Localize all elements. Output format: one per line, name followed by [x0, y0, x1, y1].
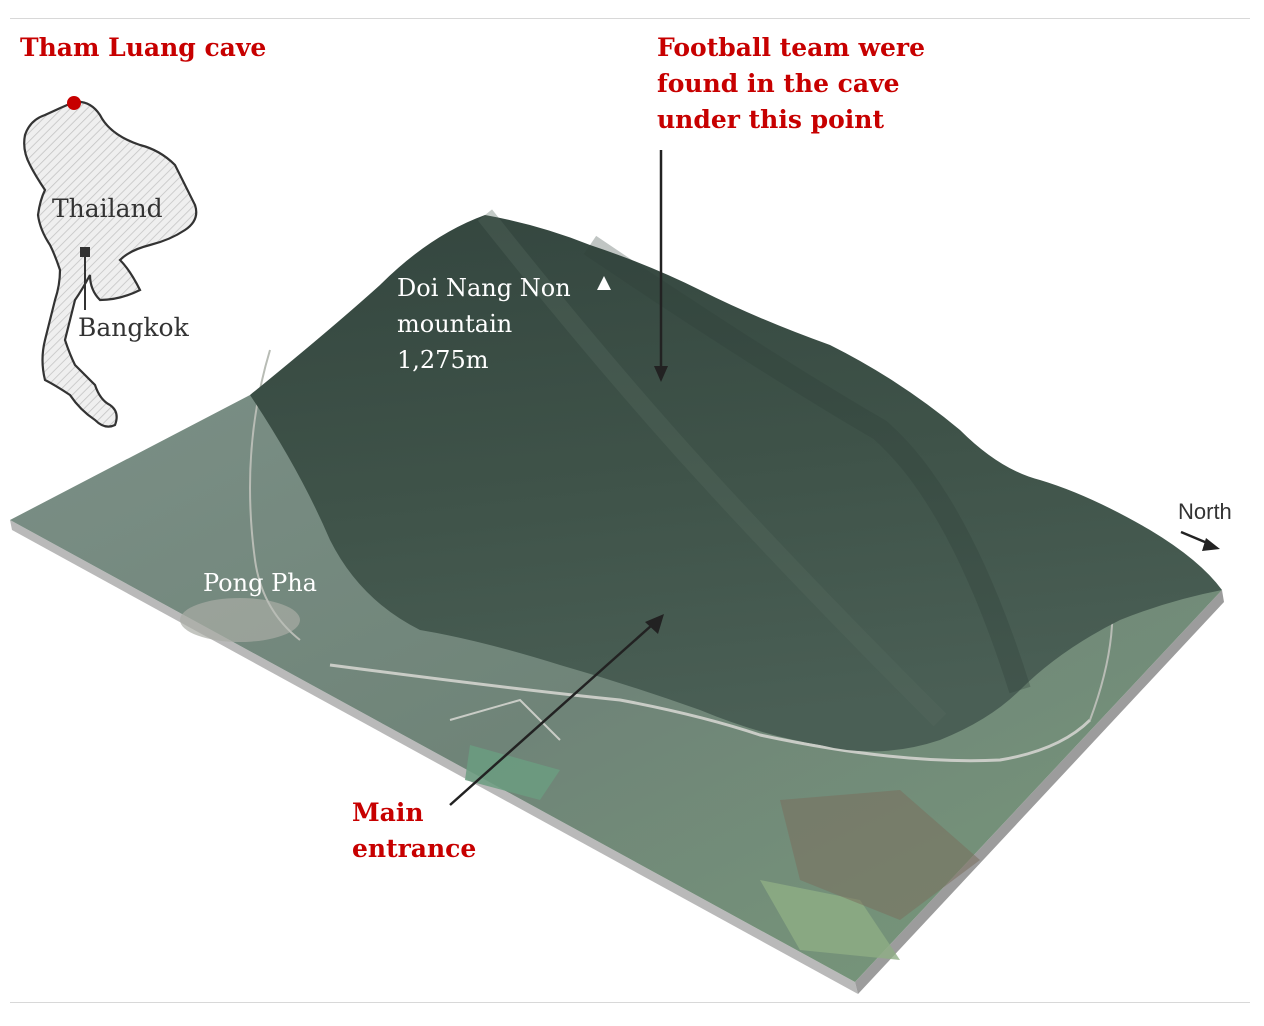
- side-road: [449, 698, 561, 741]
- field-patch: [465, 745, 560, 800]
- red-dot-icon: [67, 96, 81, 110]
- entrance-line: Main: [352, 798, 424, 827]
- cave-label: Tham Luang cave: [20, 33, 267, 62]
- team-location-arrow: [654, 150, 668, 382]
- mountain-line: 1,275m: [397, 346, 489, 374]
- town-area: [180, 598, 300, 642]
- top-rule: [10, 18, 1250, 19]
- ridge-highlight: [477, 209, 947, 727]
- mountain-annotation: Doi Nang Non mountain 1,275m: [397, 270, 571, 378]
- town-label: Pong Pha: [203, 569, 317, 597]
- field-patch: [760, 880, 900, 960]
- square-icon: [80, 247, 90, 257]
- main-road: [329, 663, 1092, 763]
- team-found-annotation: Football team were found in the cave und…: [657, 30, 925, 138]
- entrance-arrow: [449, 614, 664, 806]
- mountain-line: Doi Nang Non: [397, 274, 571, 302]
- bottom-rule: [10, 1002, 1250, 1003]
- team-found-line: Football team were: [657, 33, 925, 62]
- thailand-outline: [23, 100, 198, 428]
- entrance-annotation: Main entrance: [352, 795, 476, 867]
- mountain-line: mountain: [397, 310, 513, 338]
- north-label: North: [1178, 499, 1232, 524]
- ridge-shadow: [583, 235, 1031, 694]
- team-found-line: found in the cave: [657, 69, 900, 98]
- hill-patch: [780, 790, 980, 920]
- triangle-icon: [597, 276, 611, 290]
- capital-label: Bangkok: [78, 313, 189, 342]
- country-label: Thailand: [52, 194, 163, 223]
- team-found-line: under this point: [657, 105, 884, 134]
- mountain: [250, 215, 1222, 752]
- north-arrow-icon: [1180, 530, 1220, 551]
- entrance-line: entrance: [352, 834, 477, 863]
- block-side-right: [855, 590, 1224, 994]
